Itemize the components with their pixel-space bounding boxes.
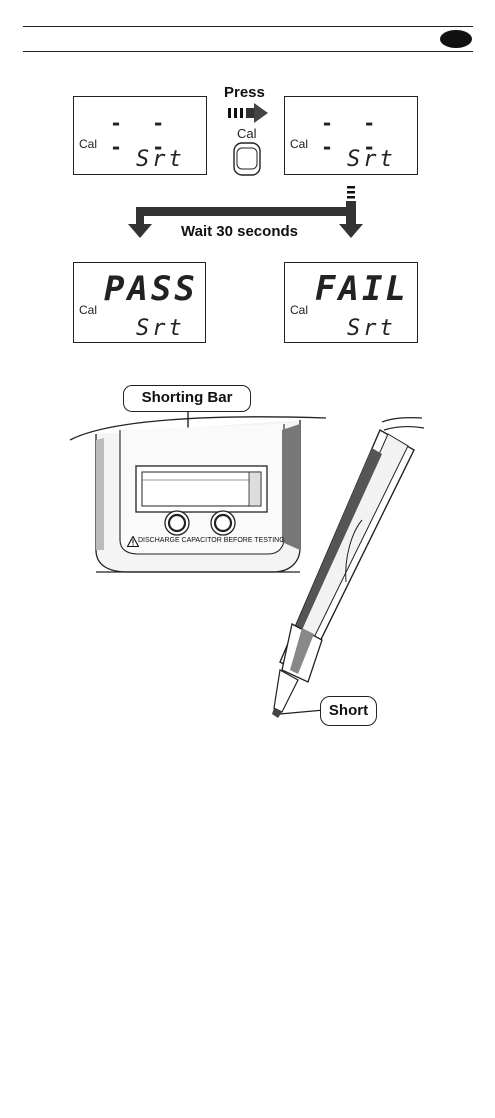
lcd-bottom-text: Srt: [347, 147, 396, 172]
test-probe-illustration: [262, 412, 432, 722]
lcd-cal-label: Cal: [79, 303, 97, 317]
header-rule-top: [23, 26, 473, 27]
lcd-cal-label: Cal: [290, 137, 308, 151]
press-arrow-icon: [228, 103, 270, 123]
lcd-display-pass: PASS Cal Srt: [73, 262, 206, 343]
lcd-cal-label: Cal: [79, 137, 97, 151]
cal-button-icon: [232, 141, 262, 177]
lcd-result-text: PASS: [104, 269, 198, 309]
lcd-display-fail: FAIL Cal Srt: [284, 262, 418, 343]
lcd-bottom-text: Srt: [136, 316, 185, 341]
wait-label: Wait 30 seconds: [181, 223, 298, 240]
press-label: Press: [224, 84, 265, 101]
short-callout: Short: [320, 696, 377, 726]
lcd-bottom-text: Srt: [136, 147, 185, 172]
lcd-result-text: FAIL: [315, 269, 409, 309]
page-badge: [440, 30, 472, 48]
header-rule-bottom: [23, 51, 473, 52]
lcd-display-after-press: - - - - Cal Srt: [284, 96, 418, 175]
lcd-display-initial: - - - - Cal Srt: [73, 96, 207, 175]
lcd-bottom-text: Srt: [347, 316, 396, 341]
lcd-cal-label: Cal: [290, 303, 308, 317]
cal-button-label: Cal: [237, 126, 257, 141]
